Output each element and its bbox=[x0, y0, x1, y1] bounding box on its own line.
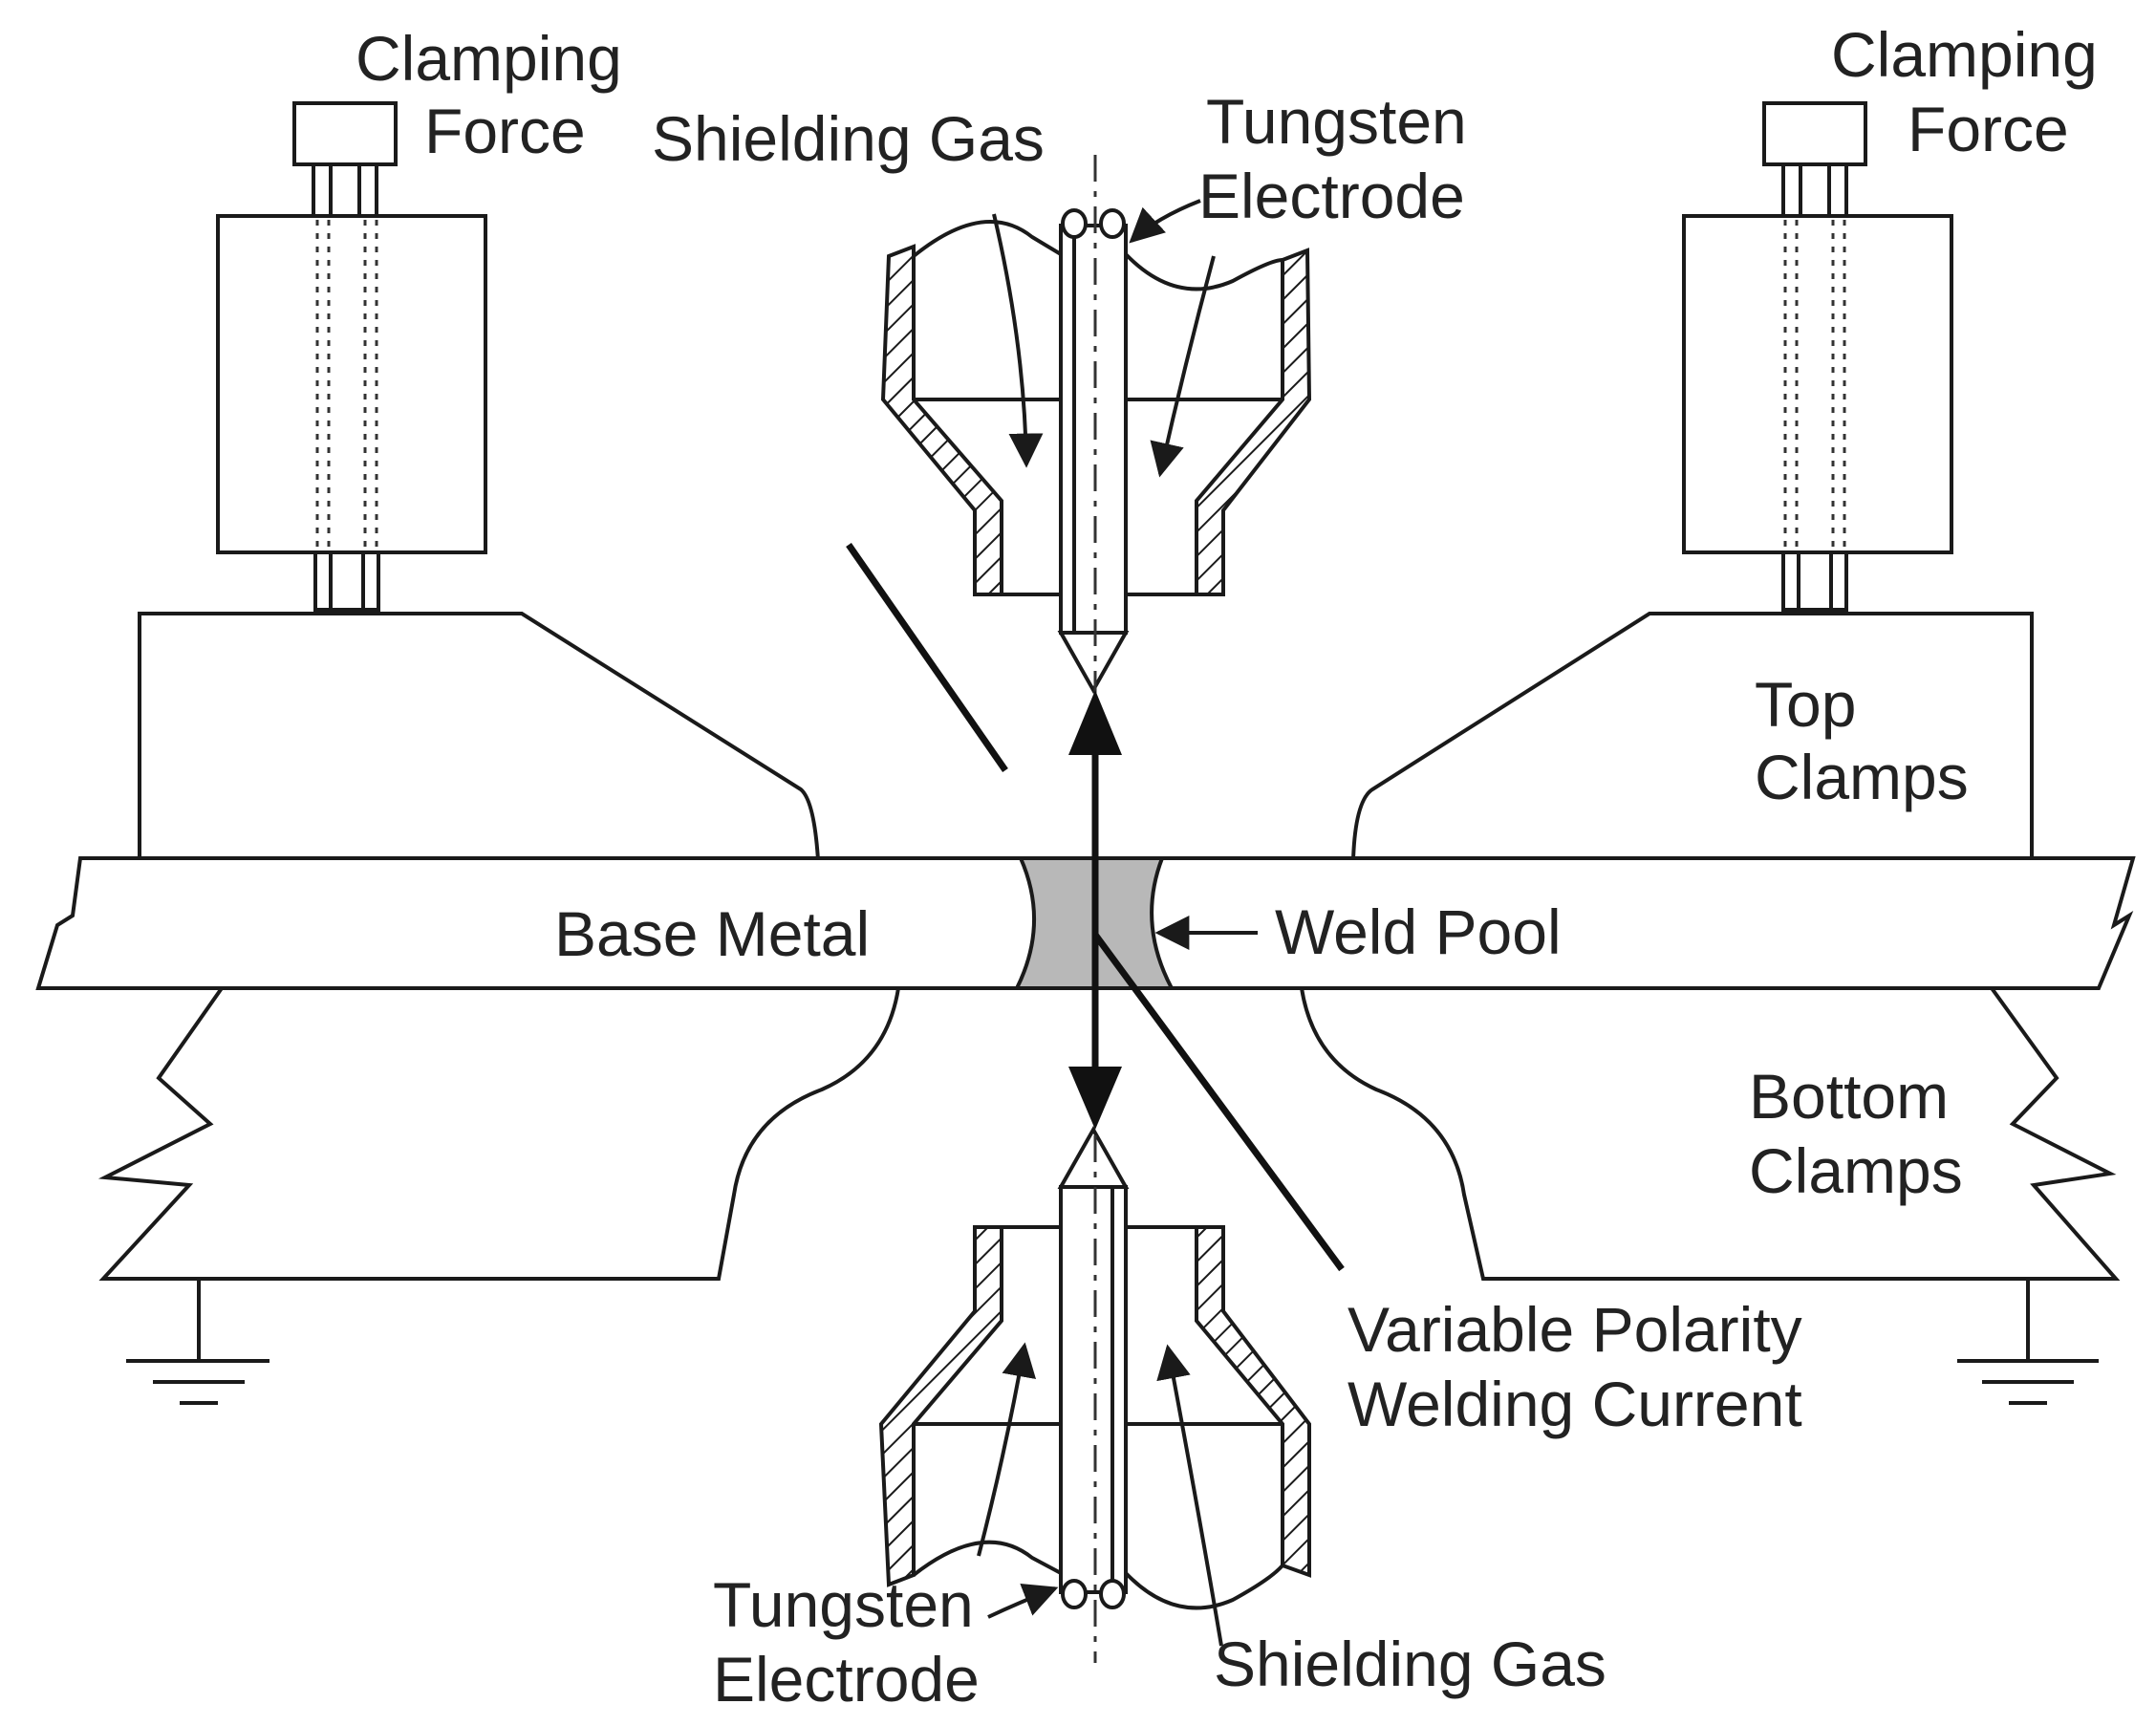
label-shielding-gas-bottom: Shielding Gas bbox=[1214, 1629, 1606, 1699]
label-clamping-left-2: Force bbox=[424, 96, 586, 166]
label-base-metal: Base Metal bbox=[554, 898, 870, 969]
top-clamp-left bbox=[138, 612, 821, 862]
label-tungsten-bottom-2: Electrode bbox=[713, 1644, 980, 1715]
label-clamping-right-1: Clamping bbox=[1831, 19, 2098, 90]
bottom-clamp-right bbox=[1299, 986, 2121, 1281]
label-vp-current-2: Welding Current bbox=[1348, 1369, 1802, 1439]
label-weld-pool: Weld Pool bbox=[1275, 896, 1562, 967]
label-clamping-right-2: Force bbox=[1908, 94, 2069, 164]
top-clamp-right bbox=[1350, 612, 2034, 862]
ground-right-icon bbox=[1957, 1279, 2099, 1405]
label-clamping-left-1: Clamping bbox=[356, 23, 622, 94]
leader-lines bbox=[977, 199, 1258, 1647]
arc-current-path bbox=[846, 543, 1345, 1272]
label-tungsten-top-2: Electrode bbox=[1198, 161, 1465, 231]
label-bottom-clamps-2: Clamps bbox=[1749, 1135, 1963, 1206]
label-bottom-clamps-1: Bottom bbox=[1749, 1061, 1949, 1132]
bottom-clamp-left bbox=[97, 986, 901, 1281]
label-top-clamps-1: Top bbox=[1755, 669, 1856, 740]
label-top-clamps-2: Clamps bbox=[1755, 742, 1969, 812]
right-clamping-actuator bbox=[1682, 101, 1953, 612]
left-clamping-actuator bbox=[216, 101, 487, 612]
label-tungsten-top-1: Tungsten bbox=[1206, 86, 1467, 157]
label-vp-current-1: Variable Polarity bbox=[1348, 1294, 1802, 1365]
bottom-torch bbox=[878, 1125, 1311, 1610]
ground-left-icon bbox=[126, 1279, 270, 1405]
label-shielding-gas-top: Shielding Gas bbox=[652, 103, 1045, 174]
top-torch bbox=[880, 208, 1312, 695]
label-tungsten-bottom-1: Tungsten bbox=[713, 1569, 974, 1640]
